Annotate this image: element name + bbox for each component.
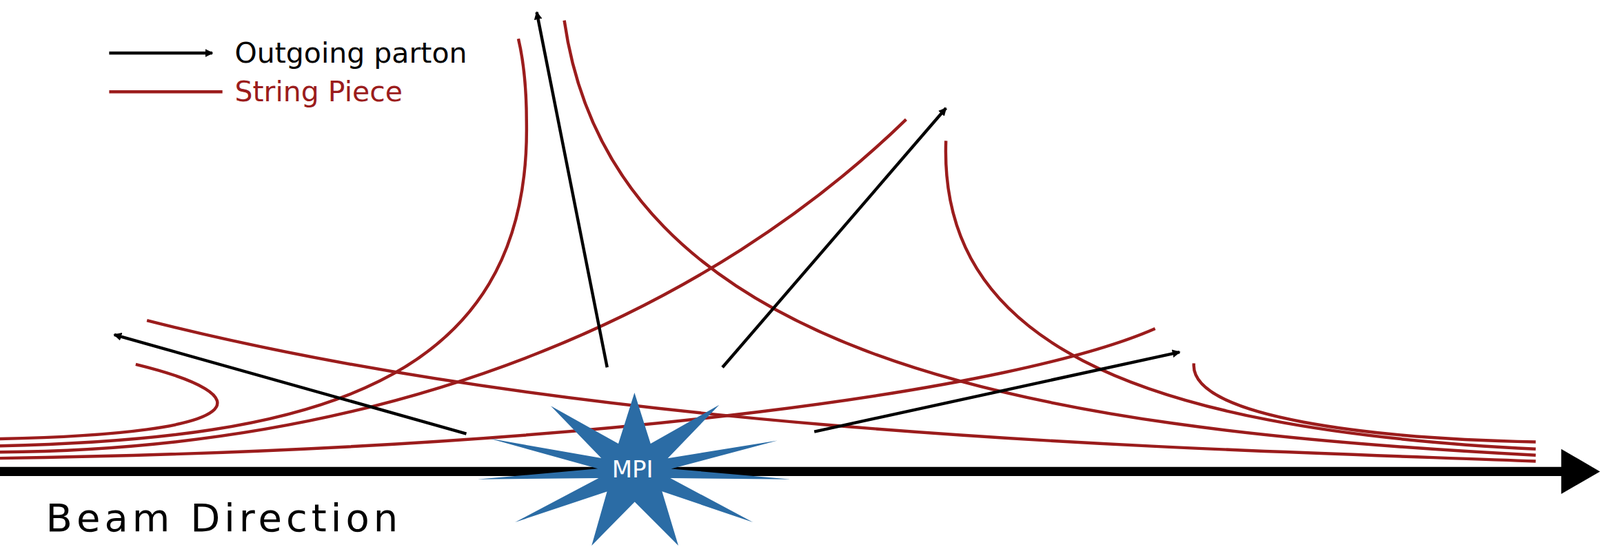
legend-line-sample <box>108 90 222 94</box>
beam-line <box>0 467 1564 477</box>
mpi-star: MPI <box>474 392 791 546</box>
axis-label: Beam Direction <box>46 499 403 538</box>
legend-arrow-sample <box>108 51 213 55</box>
legend-text: Outgoing parton <box>234 38 467 67</box>
outgoing-partons <box>114 12 1180 435</box>
beam-arrowhead <box>1561 449 1600 495</box>
string-pieces <box>0 20 1536 462</box>
legend-text: String Piece <box>234 77 403 107</box>
star-polygon <box>477 392 791 546</box>
node-label: MPI <box>612 457 654 482</box>
